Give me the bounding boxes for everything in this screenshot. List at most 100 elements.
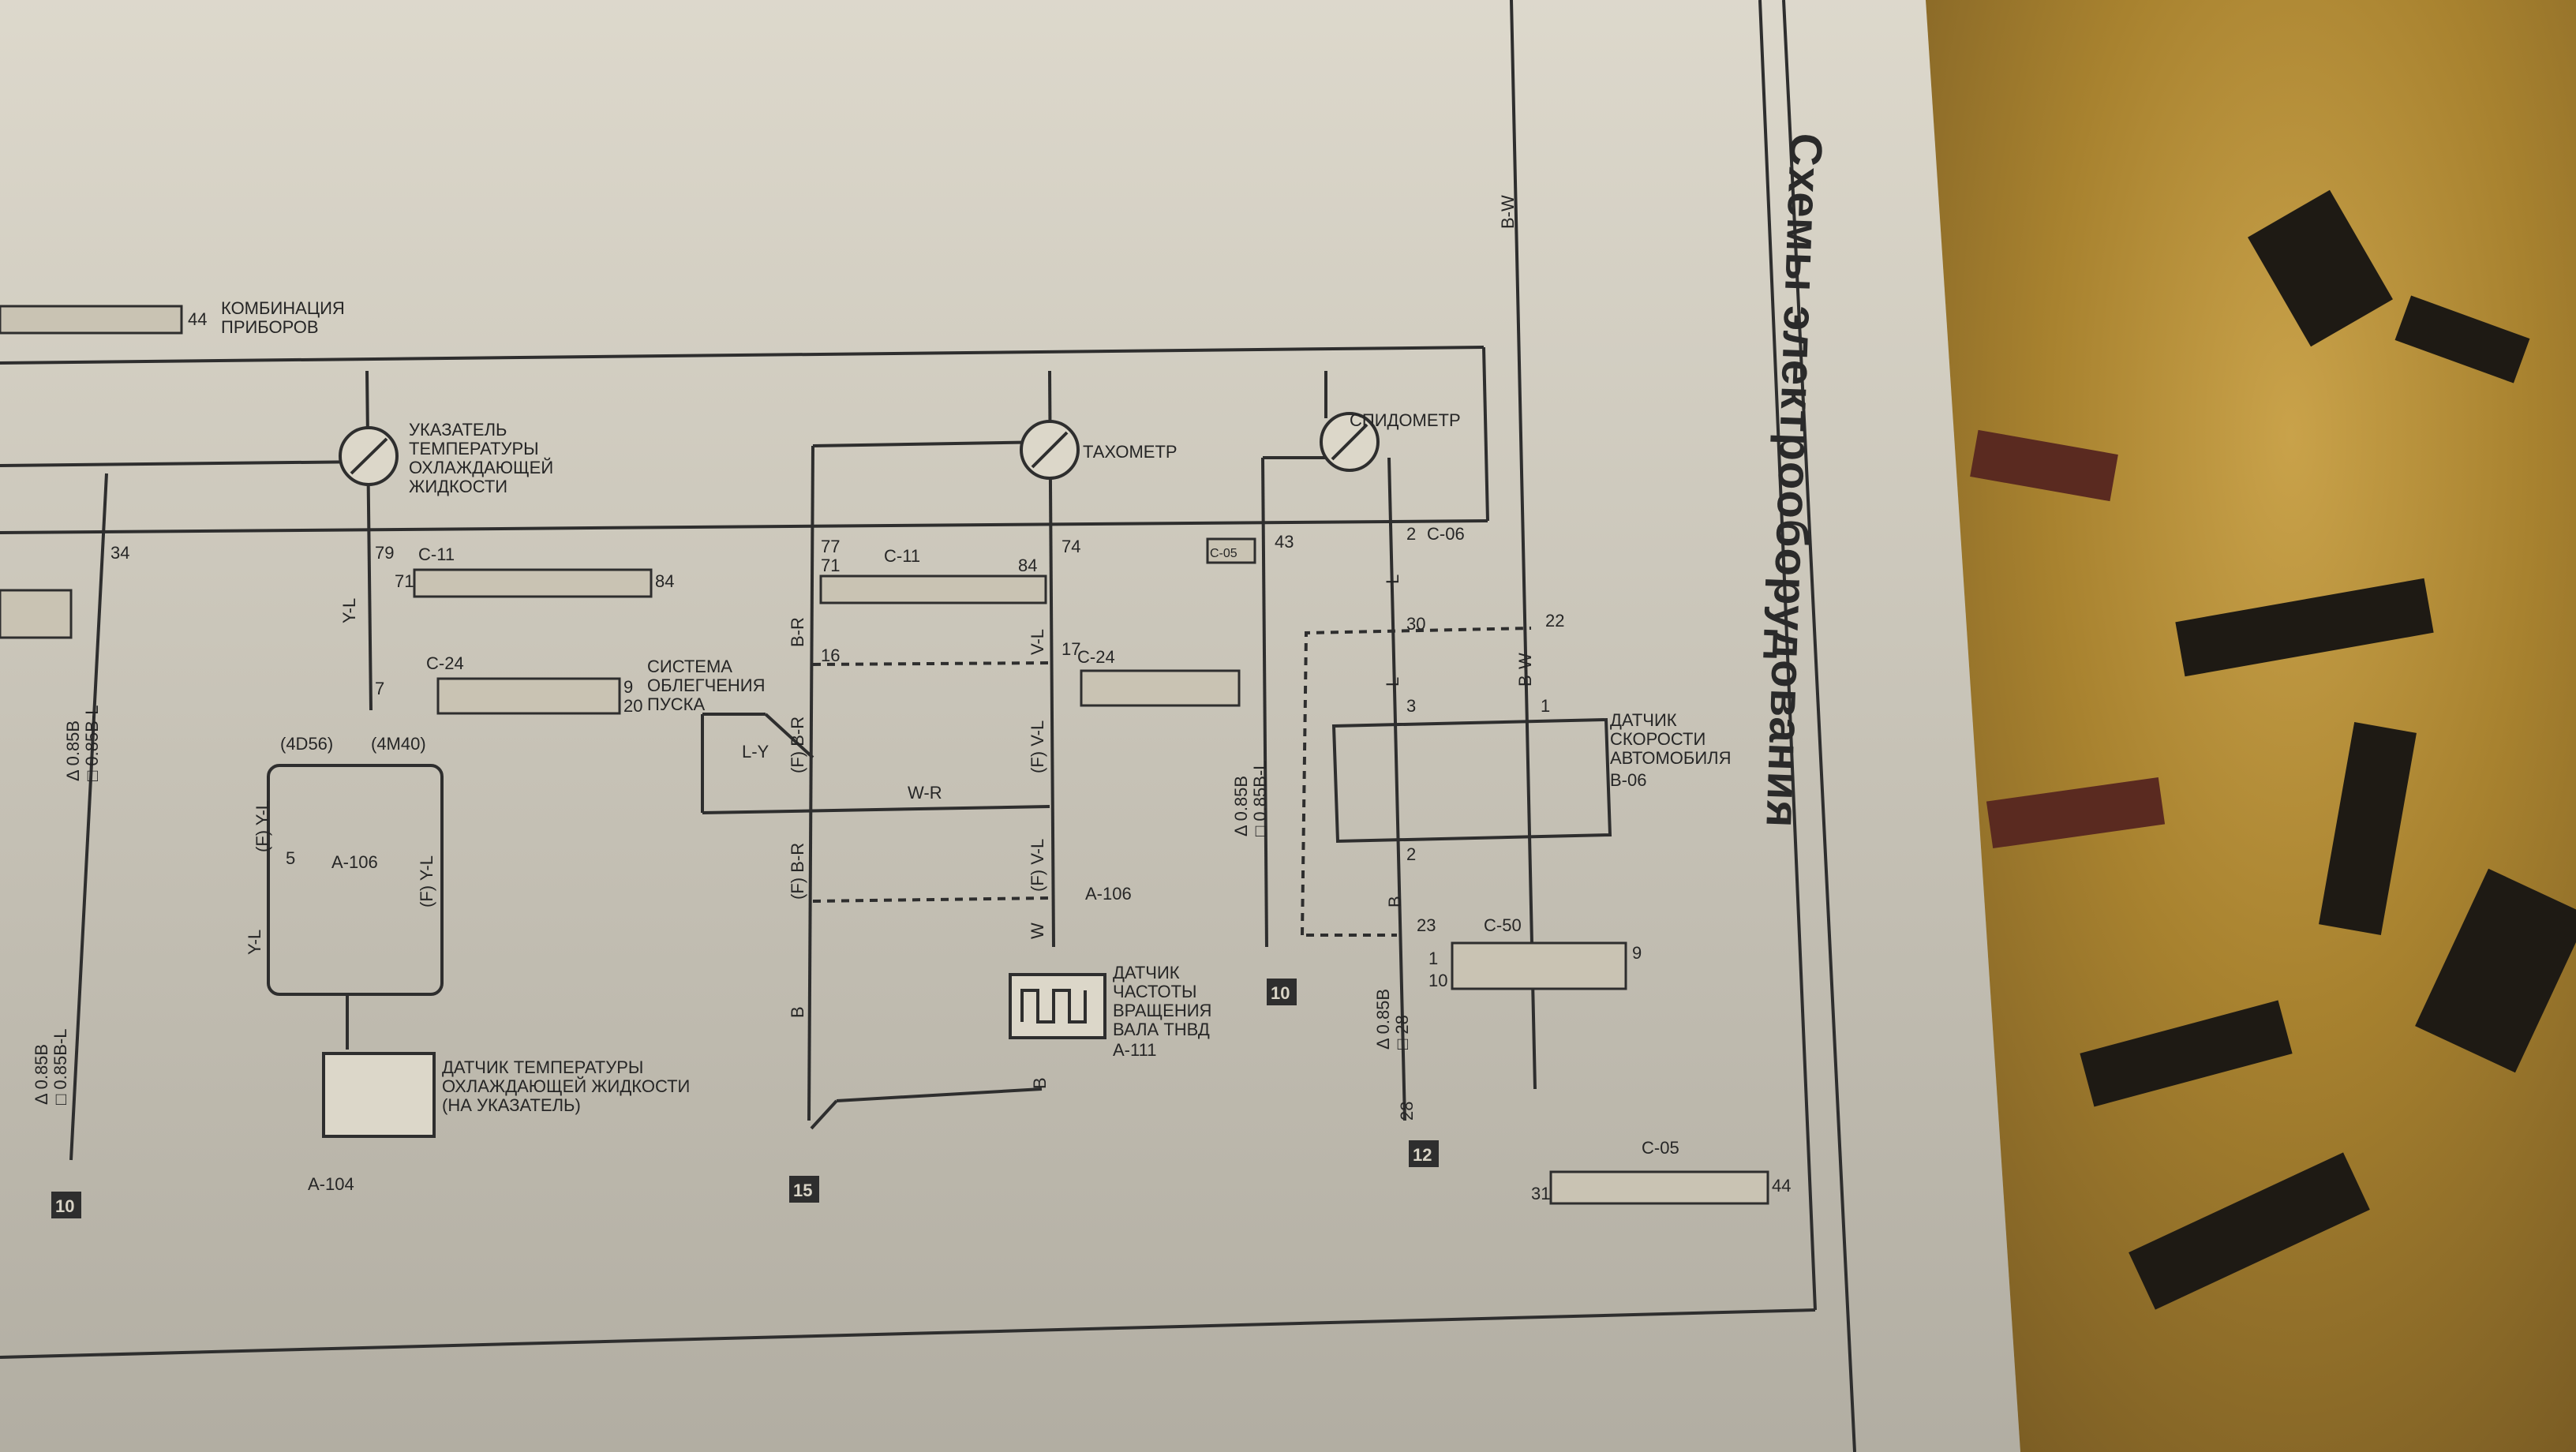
wire-l [1387, 457, 1406, 1121]
pin-label: 44 [188, 309, 207, 329]
ground-label: 15 [793, 1181, 812, 1200]
wire-label: Δ 0.85B [1231, 776, 1251, 836]
connector-label: C-24 [1077, 647, 1115, 667]
wire-label: L [1383, 677, 1402, 687]
wire-label: Δ 0.85B [32, 1044, 51, 1105]
temp-gauge-label: ЖИДКОСТИ [409, 477, 507, 496]
ground-label: 10 [55, 1196, 74, 1216]
wire-label: W-R [908, 783, 942, 803]
wire-label: B-R [788, 617, 807, 647]
connector-label: C-06 [1427, 524, 1465, 544]
wire-ly [764, 713, 814, 759]
connector-label: A-106 [1085, 884, 1132, 904]
speed-sensor-label: АВТОМОБИЛЯ [1610, 748, 1731, 768]
ground-12 [1409, 1140, 1439, 1167]
cluster-connector [0, 305, 183, 335]
wire-label: (F) V-L [1028, 839, 1047, 892]
pin-label: 23 [1417, 915, 1436, 935]
pin-label: 9 [1632, 943, 1642, 963]
wire-bw [1510, 0, 1537, 1090]
pin-label: 2 [1406, 524, 1416, 544]
temp-sensor-label: (НА УКАЗАТЕЛЬ) [442, 1095, 581, 1115]
tachometer-label: ТАХОМЕТР [1083, 442, 1178, 462]
wire-gauge [69, 473, 108, 1161]
pin-label: 28 [1397, 1102, 1417, 1121]
wire-label: (F) Y-L [253, 800, 272, 852]
wire-label: B [788, 1006, 807, 1018]
wire-label: B [1030, 1077, 1050, 1089]
connector-c11-b [819, 574, 1047, 604]
start-system-label: ПУСКА [647, 694, 705, 714]
connector-c05-bottom [1549, 1170, 1769, 1205]
wire-label: (F) B-R [788, 717, 807, 773]
wire-label: □ 0.85B-L [1250, 761, 1270, 836]
pin-label: 31 [1531, 1184, 1550, 1203]
temp-gauge-label: ОХЛАЖДАЮЩЕЙ [409, 458, 553, 477]
bus-wire [0, 460, 372, 467]
pin-label: 1 [1428, 949, 1438, 968]
pin-label: 34 [110, 543, 129, 563]
pin-label: 84 [1018, 556, 1037, 575]
connector-label: A-111 [1113, 1040, 1156, 1060]
pin-label: 43 [1275, 532, 1294, 552]
wire-label: W [1028, 922, 1047, 939]
wire-label: (F) B-R [788, 843, 807, 900]
wire-label: L [1383, 574, 1402, 584]
cluster-label: ПРИБОРОВ [221, 317, 319, 337]
rpm-sensor-icon [1009, 973, 1106, 1039]
wire-yl [365, 370, 373, 711]
left-connector [0, 589, 73, 639]
bus-wire [0, 519, 1488, 534]
temp-gauge-label: УКАЗАТЕЛЬ [409, 420, 507, 440]
ground-15 [789, 1176, 819, 1203]
wire-label: L-Y [742, 742, 769, 762]
ground-10a [51, 1192, 81, 1218]
pin-label: 44 [1772, 1176, 1791, 1196]
pin-label: 7 [375, 679, 384, 698]
pin-label: 16 [821, 646, 840, 665]
pin-label: 74 [1061, 537, 1080, 556]
pin-label: 2 [1406, 844, 1416, 864]
engine-label: (4M40) [371, 734, 426, 754]
pin-label: 10 [1428, 971, 1447, 990]
wire-label: □ 28 [1392, 1015, 1412, 1050]
frame-line [1782, 0, 1856, 1452]
wire-label: Y-L [245, 930, 264, 955]
connector-label: C-11 [884, 546, 920, 566]
temp-sensor-label: ОХЛАЖДАЮЩЕЙ ЖИДКОСТИ [442, 1076, 690, 1096]
wire-wr [702, 805, 1050, 814]
pin-label: 20 [623, 696, 642, 716]
frame-line [0, 1308, 1816, 1359]
pin-label: 77 [821, 537, 840, 556]
dashed-shield [1301, 627, 1532, 936]
wire-label: □ 0.85B-L [82, 705, 102, 781]
bus-wire [0, 346, 1485, 365]
wire-label: B-W [1515, 653, 1535, 687]
pin-label: 17 [1061, 639, 1080, 659]
schematic-page [0, 0, 2020, 1452]
ground-label: 12 [1413, 1145, 1432, 1165]
wire-label: Δ 0.85B [1373, 989, 1393, 1050]
wire-label: B [1385, 896, 1405, 908]
temp-gauge-label: ТЕМПЕРАТУРЫ [409, 439, 539, 458]
connector-c24-a [436, 677, 621, 715]
connector-label: B-06 [1610, 770, 1646, 790]
pin-label: 3 [1406, 696, 1416, 716]
pin-label: 79 [375, 543, 394, 563]
wire-label: (F) Y-L [417, 855, 436, 908]
pin-label: 71 [395, 571, 414, 591]
temp-sensor-label: ДАТЧИК ТЕМПЕРАТУРЫ [442, 1057, 643, 1077]
connector-label: C-05 [1210, 547, 1237, 560]
wire-43 [1261, 457, 1268, 948]
connector-label: C-24 [426, 653, 464, 673]
wire-b [836, 1087, 1043, 1102]
wire-label: □ 0.85B-L [51, 1029, 70, 1105]
wire-label: V-L [1028, 629, 1047, 655]
rpm-sensor-label: ДАТЧИК [1113, 963, 1180, 982]
start-system-label: СИСТЕМА [647, 657, 732, 676]
frame-line [1758, 0, 1817, 1311]
wire-br [807, 445, 814, 1121]
tach-loop [812, 440, 1050, 447]
ground-label: 10 [1271, 983, 1290, 1003]
